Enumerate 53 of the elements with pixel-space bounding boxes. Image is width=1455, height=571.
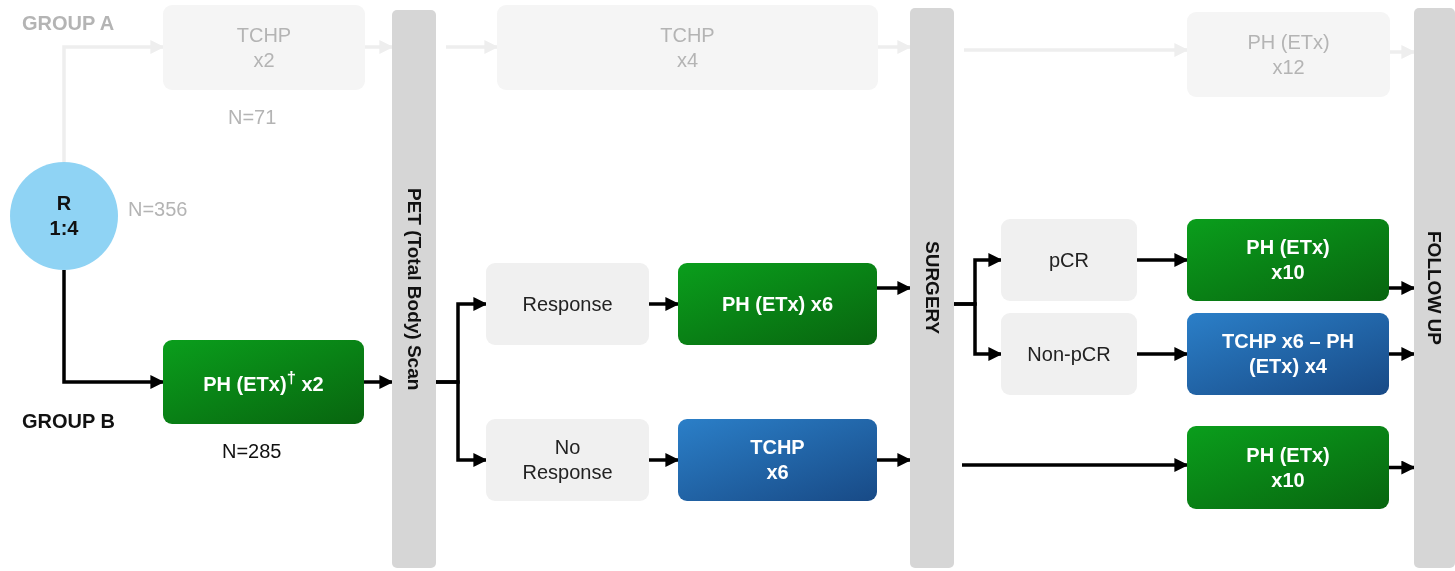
arrow [962,458,1189,472]
outcome-box [486,419,649,501]
treatment-box [1187,426,1389,509]
node-label: TCHP x4 [659,22,716,73]
treatment-box [1187,219,1389,301]
arrow [877,453,912,467]
stage-bar [392,10,436,568]
arrow [1389,281,1416,295]
arrow [877,281,912,295]
group-label: GROUP B [22,410,115,433]
node-label: PH (ETx) x6 [720,291,835,317]
arrow [649,297,680,311]
node-label: PH (ETx) x10 [1245,442,1331,493]
treatment-box [163,340,364,424]
treatment-box [1187,313,1389,395]
arrow [878,40,912,54]
arrow [364,375,394,389]
arrow [1389,347,1416,361]
node-label: R 1:4 [48,191,80,241]
node-label: PH (ETx) x12 [1246,29,1331,80]
node-label: TCHP x2 [235,22,293,73]
arrow [954,302,1003,361]
arrow [62,270,165,389]
node-label: PH (ETx) x10 [1245,235,1331,285]
sample-size-label: N=356 [128,198,188,221]
node-label: Response [521,291,614,317]
arrow [1390,45,1416,59]
treatment-box [678,419,877,501]
node-label: PH (ETx)$^{†}$ x2 [202,367,325,397]
stage-bar [910,8,954,568]
node-label: pCR [1048,247,1090,273]
arrow [365,40,394,54]
stage-label: PET (Total Body) Scan [402,187,426,391]
node-label: No Response [521,435,614,485]
arrow [436,380,488,467]
node-label: TCHP x6 [749,435,806,485]
stage-label: FOLLOW UP [1423,231,1447,345]
outcome-box [1001,219,1137,301]
arrow [1389,460,1416,475]
sample-size-label: N=71 [228,106,277,129]
arrow [1137,347,1189,361]
arrow [649,453,680,467]
stage-label: SURGERY [920,241,944,335]
stage-bar [1414,8,1455,568]
node-label: TCHP x6 – PH (ETx) x4 [1221,329,1355,379]
arrow [1137,253,1189,267]
sample-size-label: N=285 [222,440,282,463]
outcome-box [486,263,649,345]
arrow [62,40,165,162]
group-label: GROUP A [22,12,115,35]
treatment-box [678,263,877,345]
outcome-box [1001,313,1137,395]
node-label: Non-pCR [1026,341,1112,367]
